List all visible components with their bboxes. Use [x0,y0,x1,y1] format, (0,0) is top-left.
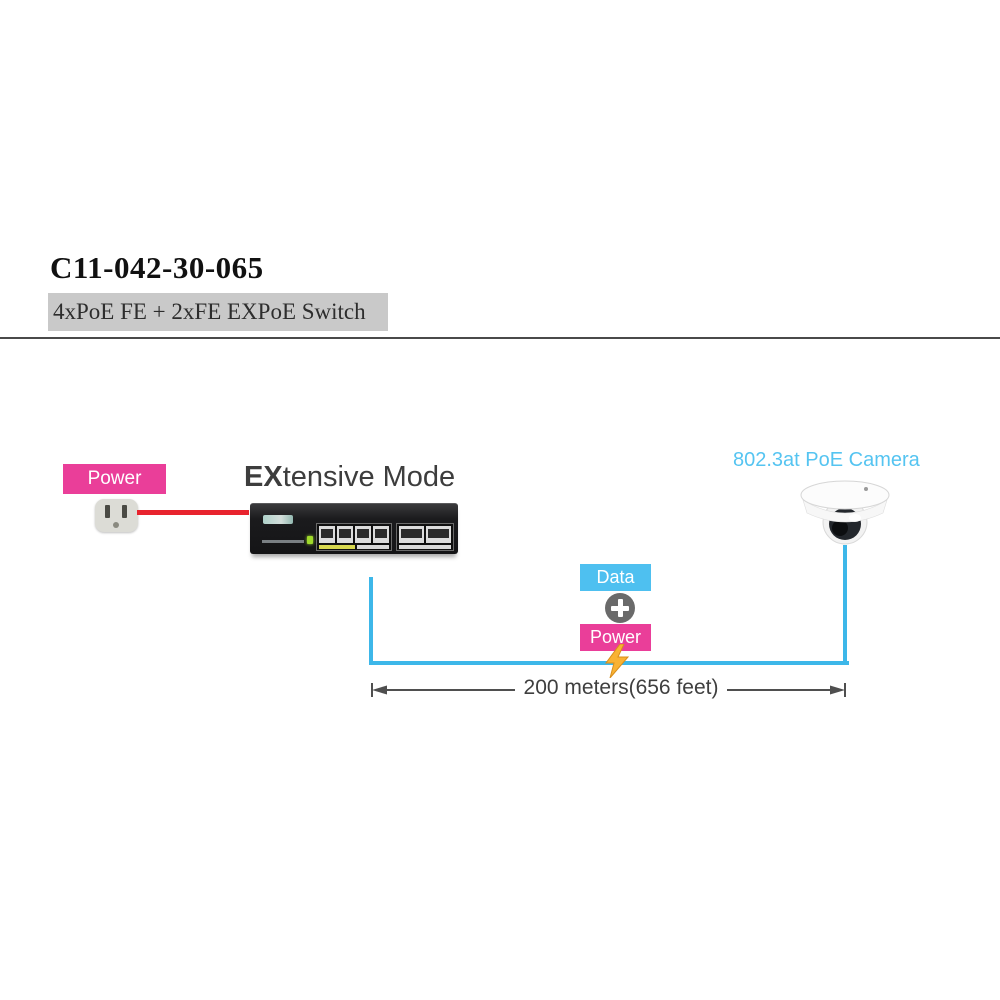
plus-vertical-bar [617,599,623,617]
port-label-strip [357,545,389,549]
switch-uplink-port-group [396,523,454,551]
rj45-port [355,526,371,543]
data-label: Data [580,564,651,591]
distance-arrow [371,683,846,697]
cable-segment-vertical-left [369,577,373,665]
power-source-label: Power [63,464,166,494]
cable-segment-vertical-right [843,545,847,665]
power-outlet-icon [95,499,138,532]
rj45-port [399,526,424,543]
mode-title-bold: EX [244,461,283,493]
mode-title: EXtensive Mode [244,461,455,494]
rj45-port [337,526,353,543]
distance-label: 200 meters(656 feet) [523,676,719,699]
power-source-text: Power [87,468,142,489]
rj45-port [373,526,389,543]
outlet-ground-hole [113,522,119,528]
switch-poe-port-group [316,523,392,551]
port-label-strip [399,545,451,549]
power-label: Power [580,624,651,651]
outlet-slot-right [122,505,127,518]
poe-switch-device [250,503,458,554]
camera-label: 802.3at PoE Camera [733,449,920,471]
data-text: Data [596,567,635,587]
rj45-port [426,526,451,543]
switch-power-led [307,536,313,544]
switch-model-text [262,540,304,543]
product-subtitle: 4xPoE FE + 2xFE EXPoE Switch [53,299,366,324]
power-text: Power [589,627,642,647]
mode-title-rest: tensive Mode [282,461,456,493]
header-divider [0,337,1000,339]
lightning-bolt-icon [605,644,630,678]
rj45-port [319,526,335,543]
port-label-strip [319,545,355,549]
product-subtitle-bar: 4xPoE FE + 2xFE EXPoE Switch [48,293,388,331]
product-code: C11-042-30-065 [50,250,264,285]
dome-camera-icon [800,480,890,545]
outlet-slot-left [105,505,110,518]
plus-icon [605,593,635,623]
power-cable [137,510,249,515]
switch-brand-logo [263,515,293,524]
